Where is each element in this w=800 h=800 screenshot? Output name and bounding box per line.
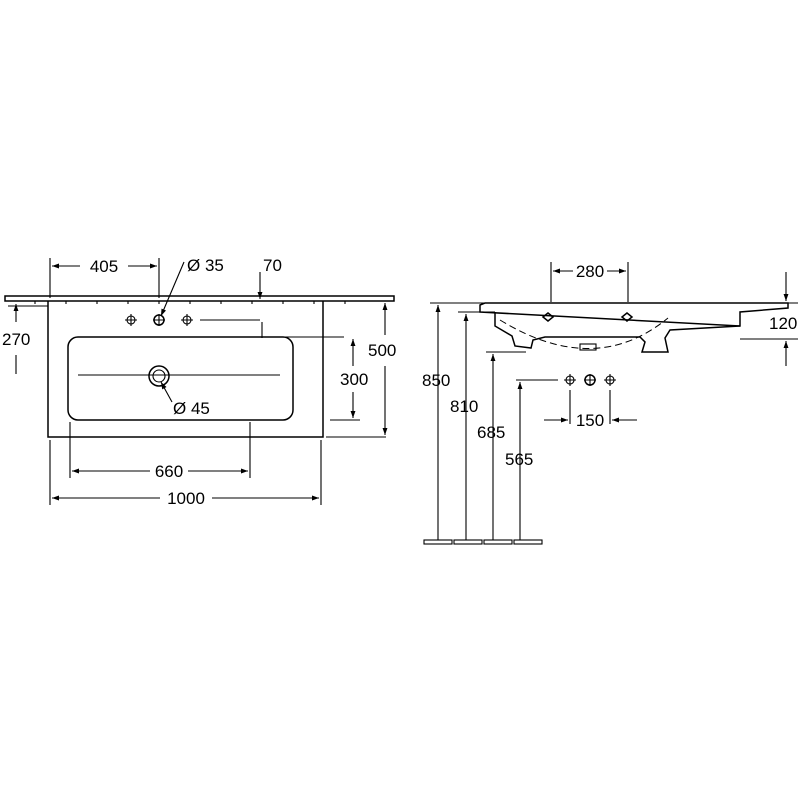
dim-faucet-offset: 405 [90,257,118,276]
dim-total-depth: 500 [368,341,396,360]
basin-outline [47,301,324,438]
dim-bowl-width: 660 [155,462,183,481]
dim-drain: Ø 45 [173,399,210,418]
dim-bowl-depth: 300 [340,370,368,389]
bowl-outline [67,336,294,421]
dim-height-outlet: 685 [477,423,505,442]
floor-line [423,539,543,545]
dim-thickness: 120 [769,314,797,333]
dim-faucet-hole: Ø 35 [187,256,224,275]
dim-rim: 70 [263,256,282,275]
drain-icon [148,365,170,387]
side-view: 280 120 850 810 685 565 [422,262,798,545]
top-view: 405 Ø 35 70 270 500 300 Ø 45 660 [2,256,396,508]
dim-height-top: 850 [422,371,450,390]
side-slab [479,302,789,327]
dim-height-bottom: 810 [450,397,478,416]
faucet-hole-icons [125,314,260,326]
dim-hole-spacing: 280 [576,262,604,281]
dim-height-holes: 565 [505,450,533,469]
dim-rear-depth: 270 [2,330,30,349]
dim-pipe-spacing: 150 [576,411,604,430]
rim-segments [34,301,346,304]
dim-total-width: 1000 [167,489,205,508]
wall-connection-icons [528,374,616,386]
